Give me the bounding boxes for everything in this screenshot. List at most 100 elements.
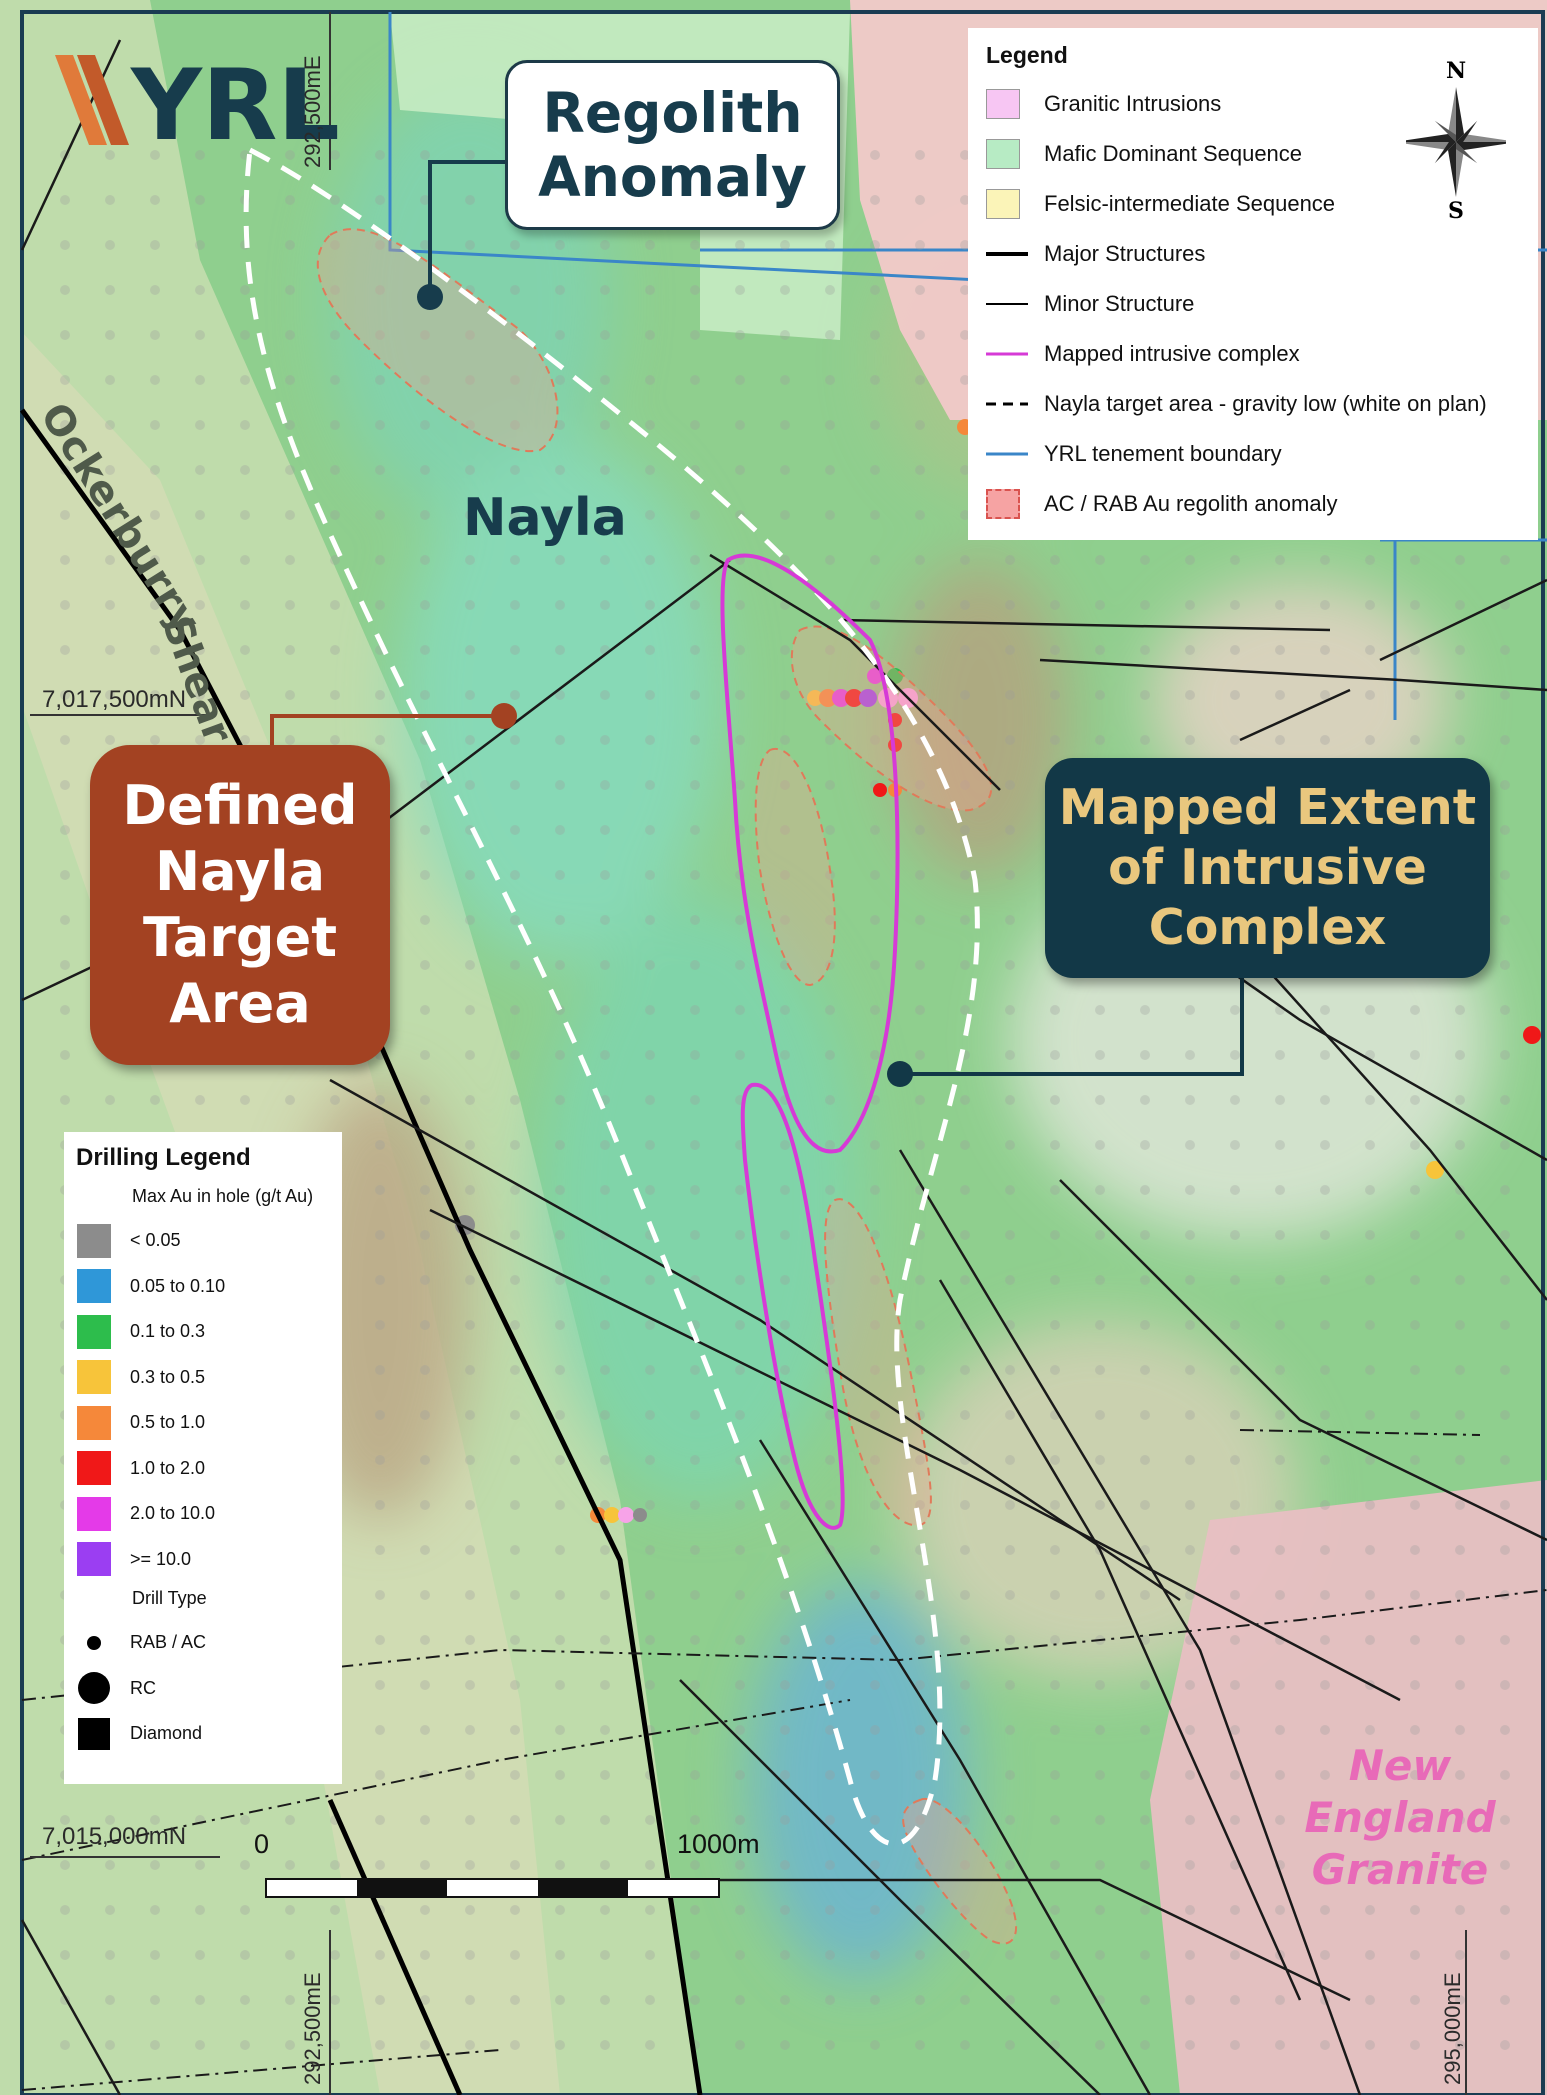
scale-segment <box>447 1880 538 1896</box>
callout-line: Regolith <box>542 81 803 145</box>
grade-item: 2.0 to 10.0 <box>76 1491 330 1537</box>
grade-swatch <box>76 1405 112 1440</box>
legend-symbol <box>986 89 1034 119</box>
grade-item: 0.1 to 0.3 <box>76 1309 330 1355</box>
grade-label: 1.0 to 2.0 <box>130 1457 206 1478</box>
compass-n: N <box>1446 58 1466 84</box>
grade-item: 0.5 to 1.0 <box>76 1400 330 1446</box>
legend-item: Mapped intrusive complex <box>986 329 1520 379</box>
grade-swatch <box>76 1314 112 1349</box>
legend-item: YRL tenement boundary <box>986 429 1520 479</box>
intrusive-complex-outline <box>720 553 900 1154</box>
drilling-legend: Drilling Legend Max Au in hole (g/t Au) … <box>64 1132 342 1784</box>
drill-type-symbol <box>76 1717 112 1751</box>
callout-line: Defined <box>122 774 358 837</box>
nayla-target-outline <box>243 146 980 1847</box>
legend-symbol <box>986 349 1034 359</box>
scale-segment <box>537 1880 628 1896</box>
legend-symbol <box>986 189 1034 219</box>
grade-item: 1.0 to 2.0 <box>76 1446 330 1492</box>
drill-type-item: RAB / AC <box>76 1620 330 1666</box>
easting-label-bottom-left: 292,500mE <box>300 1972 325 2085</box>
legend-label: Major Structures <box>1044 241 1206 266</box>
grade-item: >= 10.0 <box>76 1537 330 1583</box>
grade-label: 2.0 to 10.0 <box>130 1503 216 1524</box>
callout-line: Target <box>142 906 338 969</box>
grade-label: 0.05 to 0.10 <box>130 1275 226 1296</box>
map-frame <box>20 10 1545 2095</box>
new-england-granite-label: New England Granite <box>1255 1740 1545 1896</box>
intrusive-complex-south <box>740 1082 845 1530</box>
grade-label: 0.1 to 0.3 <box>130 1321 206 1342</box>
scale-segment <box>357 1880 448 1896</box>
callout-line: Complex <box>1148 899 1387 956</box>
legend-symbol <box>986 449 1034 459</box>
drill-type-label: RC <box>130 1677 156 1698</box>
grade-label: >= 10.0 <box>130 1548 192 1569</box>
legend-item: Mafic Dominant Sequence <box>986 129 1520 179</box>
legend-label: YRL tenement boundary <box>1044 441 1282 466</box>
drill-type-label: RAB / AC <box>130 1632 207 1653</box>
northing-label-top: 7,017,500mN <box>42 686 187 713</box>
legend-label: Mafic Dominant Sequence <box>1044 141 1303 166</box>
legend-title: Legend <box>986 42 1068 68</box>
legend-item: Granitic Intrusions <box>986 79 1520 129</box>
scale-segment <box>267 1880 358 1896</box>
callout-line: of Intrusive <box>1108 839 1427 896</box>
legend-item: Major Structures <box>986 229 1520 279</box>
legend-item: Nayla target area - gravity low (white o… <box>986 379 1520 429</box>
northing-label-bottom: 7,015,000mN <box>42 1823 187 1850</box>
drill-type-symbol <box>76 1671 112 1705</box>
nayla-label: Nayla <box>463 488 627 548</box>
defined-leader-dot <box>491 703 517 729</box>
grade-item: < 0.05 <box>76 1218 330 1264</box>
drill-type-item: Diamond <box>76 1711 330 1757</box>
callout-line: Anomaly <box>538 145 807 209</box>
grade-heading: Max Au in hole (g/t Au) <box>132 1186 314 1206</box>
legend-label: Minor Structure <box>1044 291 1195 316</box>
legend-symbol <box>986 489 1034 519</box>
logo-text: YRL <box>130 49 340 155</box>
grade-item: 0.3 to 0.5 <box>76 1355 330 1401</box>
callout-leaders <box>270 160 1244 1076</box>
grade-swatch <box>76 1269 112 1304</box>
major-structures <box>19 408 703 2095</box>
scale-start-label: 0 <box>254 1829 270 1859</box>
compass-s: S <box>1448 198 1464 220</box>
legend-label: Mapped intrusive complex <box>1044 341 1300 366</box>
easting-label-top: 292,500mE <box>300 55 325 168</box>
minor-structures <box>20 39 1547 2095</box>
grade-label: 0.5 to 1.0 <box>130 1412 206 1433</box>
grade-swatch <box>76 1542 112 1577</box>
grade-rows: < 0.05 0.05 to 0.10 0.1 to 0.3 0.3 to 0.5 0.… <box>76 1218 330 1582</box>
grade-swatch <box>76 1451 112 1486</box>
legend-symbol <box>986 399 1034 409</box>
callout-line: Area <box>169 972 311 1035</box>
grid-ticks <box>30 12 1467 2095</box>
legend-symbol <box>986 139 1034 169</box>
grade-swatch <box>76 1223 112 1258</box>
defined-target-callout: Defined Nayla Target Area <box>90 745 390 1065</box>
drill-type-symbol <box>76 1626 112 1660</box>
callout-line: Mapped Extent <box>1058 779 1477 836</box>
granite-label-line: Granite <box>1311 1845 1489 1894</box>
legend-item: Minor Structure <box>986 279 1520 329</box>
scale-segment <box>627 1880 719 1896</box>
legend-label: Nayla target area - gravity low (white o… <box>1044 391 1487 416</box>
legend-item: AC / RAB Au regolith anomaly <box>986 479 1520 529</box>
compass-rose-icon: N S W E <box>1406 58 1506 220</box>
drill-type-label: Diamond <box>130 1723 203 1744</box>
legend-symbol <box>986 299 1034 309</box>
grade-label: < 0.05 <box>130 1230 181 1251</box>
intrusive-leader-dot <box>887 1061 913 1087</box>
drill-type-heading: Drill Type <box>132 1588 207 1608</box>
legend-label: Felsic-intermediate Sequence <box>1044 191 1336 216</box>
legend-item: Felsic-intermediate Sequence <box>986 179 1520 229</box>
callout-line: Nayla <box>154 840 326 903</box>
drill-type-item: RC <box>76 1666 330 1712</box>
granite-label-line: New England <box>1304 1741 1496 1842</box>
intrusive-complex-callout: Mapped Extent of Intrusive Complex <box>1045 758 1490 978</box>
grade-swatch <box>76 1496 112 1531</box>
